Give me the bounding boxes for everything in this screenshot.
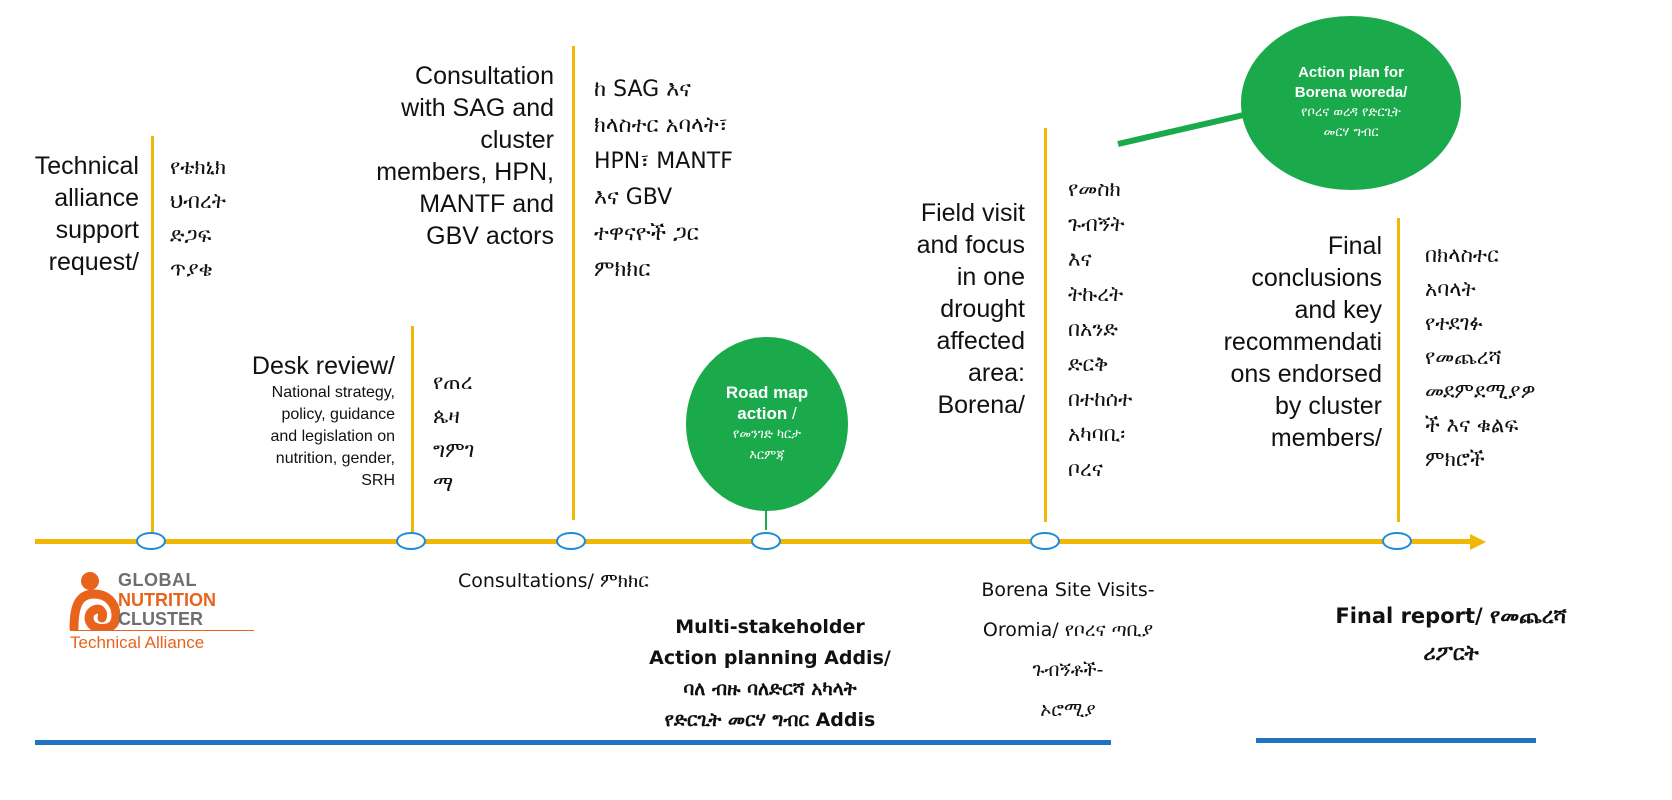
road-map-title-line2: action / [737, 404, 797, 423]
consultation-english: Consultation with SAG and cluster member… [376, 62, 554, 250]
final-amharic: በክላስተር አባላት የተደገፉ የመጨረሻ መደምደሚያዎ ች እና ቁልፍ… [1425, 243, 1536, 471]
phase-consultations: Consultations/ ምክክር [458, 570, 649, 592]
connector-technical-request [151, 136, 154, 532]
timeline-node-field-visit [1030, 532, 1060, 550]
timeline-node-technical-request [136, 532, 166, 550]
field-visit-english: Field visit and focus in one drought aff… [916, 199, 1025, 419]
road-map-bubble: Road map action / የመንገድ ካርታ እርምጃ [686, 337, 848, 511]
road-map-title: Road map [725, 383, 809, 402]
phase-final-report: Final report/ የመጨረሻ ሪፖርት [1335, 604, 1567, 665]
road-map-amharic-1: የመንገድ ካርታ [733, 427, 801, 442]
bottom-underline-right [1256, 738, 1536, 743]
connector-desk-review [411, 326, 414, 532]
connector-field-visit [1044, 128, 1047, 522]
action-plan-amharic-1: የቦረና ወረዳ የድርጊት [1301, 105, 1401, 120]
field-visit-amharic: የመስክ ጉብኝት እና ትኩረት በአንድ ድርቅ በተከሰተ አካባቢ፡ ቦ… [1068, 177, 1133, 481]
bottom-underline-left [35, 740, 1111, 745]
action-plan-title-1: Action plan for [1298, 64, 1404, 81]
connector-consultation [572, 46, 575, 520]
desk-review-amharic: የጠረ ጴዛ ግምገ ማ [433, 370, 475, 496]
connector-road-map [765, 510, 767, 530]
timeline-node-road-map [751, 532, 781, 550]
phase-borena-visits: Borena Site Visits- Oromia/ የቦረና ጣቢያ ጉብኝ… [981, 579, 1155, 721]
desk-review-english: Desk review/ National strategy, policy, … [251, 352, 395, 489]
final-english: Final conclusions and key recommendati o… [1223, 232, 1382, 452]
timeline-node-final [1382, 532, 1412, 550]
technical-request-english: Technical alliance support request/ [34, 152, 139, 276]
action-plan-amharic-2: መርሃ ግብር [1323, 125, 1379, 140]
nutrition-figure-icon [69, 572, 120, 630]
action-plan-title-2: Borena woreda/ [1294, 84, 1408, 101]
timeline-arrow-icon [1470, 534, 1486, 550]
timeline-node-consultation [556, 532, 586, 550]
global-nutrition-cluster-logo: GLOBAL NUTRITION CLUSTER Technical Allia… [68, 570, 258, 652]
technical-request-amharic: የቴክኒክ ህብረት ድጋፍ ጥያቄ [170, 155, 227, 281]
logo-divider [70, 630, 254, 631]
consultation-amharic: ከ SAG እና ክላስተር አባላት፣ HPN፣ MANTF እና GBV ተ… [594, 77, 733, 282]
logo-line-nutrition: NUTRITION [118, 590, 216, 610]
logo-line-global: GLOBAL [118, 570, 197, 590]
phase-multi-stakeholder: Multi-stakeholder Action planning Addis/… [649, 616, 891, 731]
connector-final [1397, 218, 1400, 522]
timeline-node-desk-review [396, 532, 426, 550]
logo-line-cluster: CLUSTER [118, 609, 203, 629]
action-plan-bubble: Action plan for Borena woreda/ የቦረና ወረዳ … [1241, 16, 1461, 190]
road-map-amharic-2: እርምጃ [749, 448, 785, 463]
logo-line-technical-alliance: Technical Alliance [70, 633, 205, 652]
